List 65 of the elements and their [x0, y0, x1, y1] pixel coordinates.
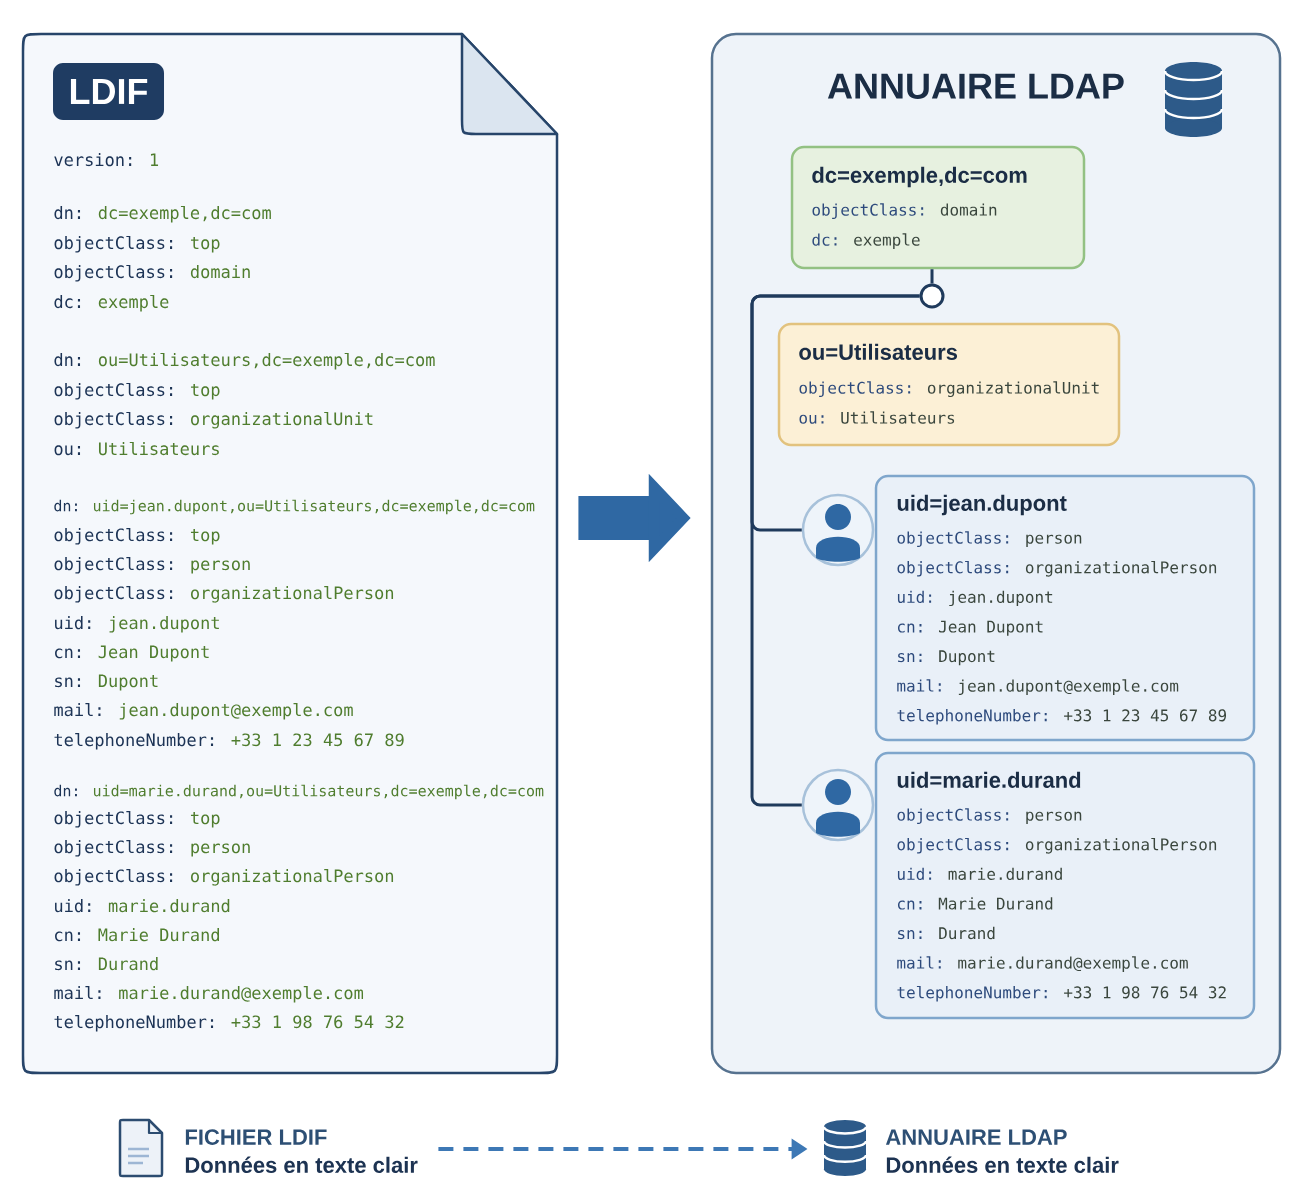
code-line: mail: jean.dupont@exemple.com	[54, 703, 353, 720]
code-line: objectClass: organizationalPerson	[54, 869, 394, 886]
caption-heading: FICHIER LDIF	[185, 1129, 327, 1145]
code-line: ou: Utilisateurs	[54, 441, 219, 456]
code-line: objectClass: top	[54, 235, 220, 253]
attribute-line: dc: exemple	[812, 233, 920, 249]
person-icon	[801, 493, 875, 567]
junction-circle	[919, 283, 945, 309]
attribute-line: objectClass: person	[897, 531, 1082, 547]
entry-card	[874, 751, 1256, 1020]
entry-card	[874, 474, 1256, 742]
panel-title: ANNUAIRE LDAP	[827, 73, 1124, 99]
entry-heading: uid=marie.durand	[897, 771, 1081, 788]
caption-text: Données en texte clair	[886, 1156, 1119, 1173]
code-line: dn: dc=exemple,dc=com	[54, 205, 271, 223]
attribute-line: objectClass: organizationalPerson	[897, 837, 1217, 854]
entry-heading: uid=jean.dupont	[897, 494, 1067, 516]
code-line: uid: marie.durand	[55, 899, 230, 913]
code-line: objectClass: organizationalUnit	[54, 411, 373, 429]
code-line: objectClass: person	[54, 840, 250, 857]
attribute-line: sn: Durand	[898, 926, 995, 940]
code-line: telephoneNumber: +33 1 23 45 67 89	[54, 733, 404, 750]
connector-line	[750, 294, 920, 807]
code-line: objectClass: top	[54, 382, 220, 400]
code-line: objectClass: top	[54, 528, 220, 545]
attribute-line: mail: jean.dupont@exemple.com	[897, 679, 1179, 695]
code-line: dn: ou=Utilisateurs,dc=exemple,dc=com	[54, 352, 435, 370]
document-page	[21, 32, 559, 1075]
attribute-line: ou: Utilisateurs	[799, 411, 955, 424]
caption-heading: ANNUAIRE LDAP	[885, 1129, 1067, 1145]
attribute-line: objectClass: person	[897, 808, 1082, 824]
code-line: cn: Jean Dupont	[55, 645, 209, 662]
attribute-line: sn: Dupont	[898, 650, 995, 666]
code-line: objectClass: top	[54, 811, 220, 828]
code-line: objectClass: person	[54, 557, 250, 574]
code-line: version: 1	[54, 152, 159, 167]
attribute-line: objectClass: organizationalPerson	[897, 560, 1217, 577]
code-line: cn: Marie Durand	[55, 928, 219, 942]
code-line: objectClass: domain	[54, 264, 250, 282]
code-line: dn: uid=marie.durand,ou=Utilisateurs,dc=exemple,dc=com	[54, 784, 544, 800]
code-line: telephoneNumber: +33 1 98 76 54 32	[54, 1015, 404, 1032]
attribute-line: objectClass: domain	[812, 203, 997, 219]
attribute-line: uid: jean.dupont	[897, 590, 1053, 607]
entry-heading: dc=exemple,dc=com	[812, 166, 1027, 188]
attribute-line: cn: Marie Durand	[897, 897, 1053, 910]
entry-heading: ou=Utilisateurs	[799, 343, 958, 360]
code-line: sn: Dupont	[55, 674, 158, 691]
attribute-line: cn: Jean Dupont	[897, 620, 1043, 636]
code-line: sn: Durand	[55, 957, 158, 971]
attribute-line: mail: marie.durand@exemple.com	[897, 956, 1188, 972]
entry-card	[790, 145, 1086, 270]
code-line: uid: jean.dupont	[55, 616, 219, 633]
entry-card	[777, 322, 1121, 447]
attribute-line: telephoneNumber: +33 1 23 45 67 89	[897, 708, 1226, 725]
attribute-line: telephoneNumber: +33 1 98 76 54 32	[897, 985, 1226, 1002]
code-line: objectClass: organizationalPerson	[54, 586, 394, 603]
caption-text: Données en texte clair	[185, 1156, 418, 1173]
connector-line	[930, 269, 934, 284]
attribute-line: objectClass: organizationalUnit	[799, 381, 1099, 398]
code-line: dn: uid=jean.dupont,ou=Utilisateurs,dc=exemple,dc=com	[54, 499, 535, 515]
code-line: mail: marie.durand@exemple.com	[54, 986, 363, 1003]
code-line: dc: exemple	[54, 294, 169, 312]
attribute-line: uid: marie.durand	[897, 867, 1062, 880]
title-badge: LDIF	[53, 63, 164, 120]
person-icon	[801, 768, 875, 842]
